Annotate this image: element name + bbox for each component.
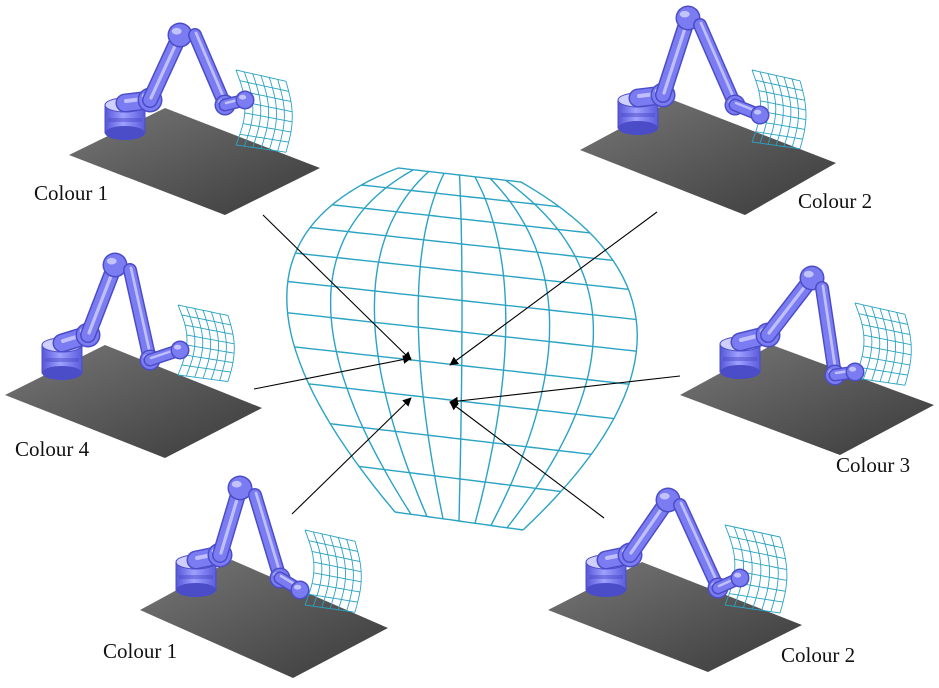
- robot-arm-icon: [41, 252, 190, 380]
- mesh-column-line: [505, 179, 595, 529]
- robot-scene-top-right: [580, 5, 836, 215]
- label-mid-left: Colour 4: [15, 437, 90, 461]
- label-bottom-right: Colour 2: [781, 643, 856, 667]
- robot-scene-bottom-left: [140, 475, 388, 678]
- mesh-column-line: [489, 178, 551, 526]
- robot-scene-top-left: [69, 22, 320, 215]
- arrow-icon: [253, 355, 412, 390]
- calibration-mesh-icon: [854, 302, 912, 386]
- robot-arm-icon: [175, 475, 310, 600]
- mesh-column-line: [474, 176, 507, 524]
- calibration-mesh-icon: [304, 529, 362, 613]
- robot-arm-icon: [617, 5, 770, 135]
- mesh-column-line: [417, 172, 445, 519]
- arrow-icon: [449, 375, 681, 406]
- robot-arm-icon: [719, 265, 865, 386]
- robot-scene-mid-right: [680, 265, 934, 455]
- label-top-left: Colour 1: [34, 181, 109, 205]
- arrow-icon: [449, 211, 658, 366]
- arrow-icon: [291, 397, 412, 515]
- robot-arm-icon: [585, 487, 750, 599]
- platform: [680, 345, 934, 455]
- mesh-column-line: [458, 174, 463, 522]
- calibration-mesh-icon: [177, 304, 235, 382]
- label-bottom-left: Colour 1: [103, 639, 178, 663]
- robot-scene-mid-left: [5, 252, 262, 458]
- mesh-column-line: [329, 169, 414, 515]
- label-mid-right: Colour 3: [836, 453, 911, 477]
- arrow-icon: [449, 401, 605, 519]
- calibration-mesh-icon: [751, 69, 807, 150]
- robot-scene-bottom-right: [548, 487, 802, 672]
- robot-arm-icon: [104, 22, 255, 140]
- arrow-icon: [262, 214, 412, 361]
- mesh-column-line: [286, 167, 399, 513]
- arrows: [253, 211, 681, 519]
- calibration-mesh-icon: [235, 69, 293, 153]
- central-calibration-mesh: [286, 167, 639, 531]
- mesh-column-line: [373, 170, 430, 517]
- mesh-column-line: [520, 181, 639, 531]
- label-top-right: Colour 2: [798, 189, 873, 213]
